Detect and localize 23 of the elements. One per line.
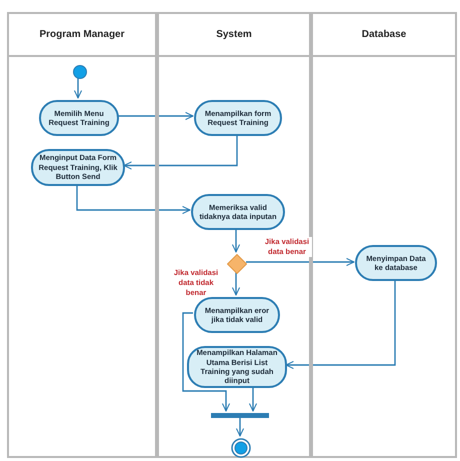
flow-arrow bbox=[248, 386, 258, 412]
flow-arrow bbox=[232, 272, 240, 296]
lane-title: Database bbox=[362, 28, 406, 42]
lane-title: Program Manager bbox=[39, 28, 125, 42]
lane-title: System bbox=[216, 28, 252, 42]
activity-box bbox=[194, 100, 282, 136]
swimlane bbox=[311, 12, 457, 458]
flow-arrow bbox=[246, 258, 355, 266]
flow-arrow bbox=[236, 416, 244, 437]
swimlane bbox=[7, 12, 157, 458]
activity-box bbox=[39, 100, 119, 136]
activity-box bbox=[31, 149, 125, 186]
flow-arrow bbox=[182, 312, 230, 412]
activity-box bbox=[191, 194, 285, 230]
activity-box bbox=[355, 245, 437, 281]
flow-arrow bbox=[285, 279, 396, 370]
activity-box bbox=[194, 297, 280, 333]
flow-arrow bbox=[76, 184, 191, 214]
activity-box bbox=[187, 346, 287, 388]
flow-arrow bbox=[232, 228, 240, 253]
flow-arrow bbox=[74, 77, 82, 99]
flow-arrow bbox=[118, 112, 194, 120]
flow-arrow bbox=[123, 134, 238, 170]
